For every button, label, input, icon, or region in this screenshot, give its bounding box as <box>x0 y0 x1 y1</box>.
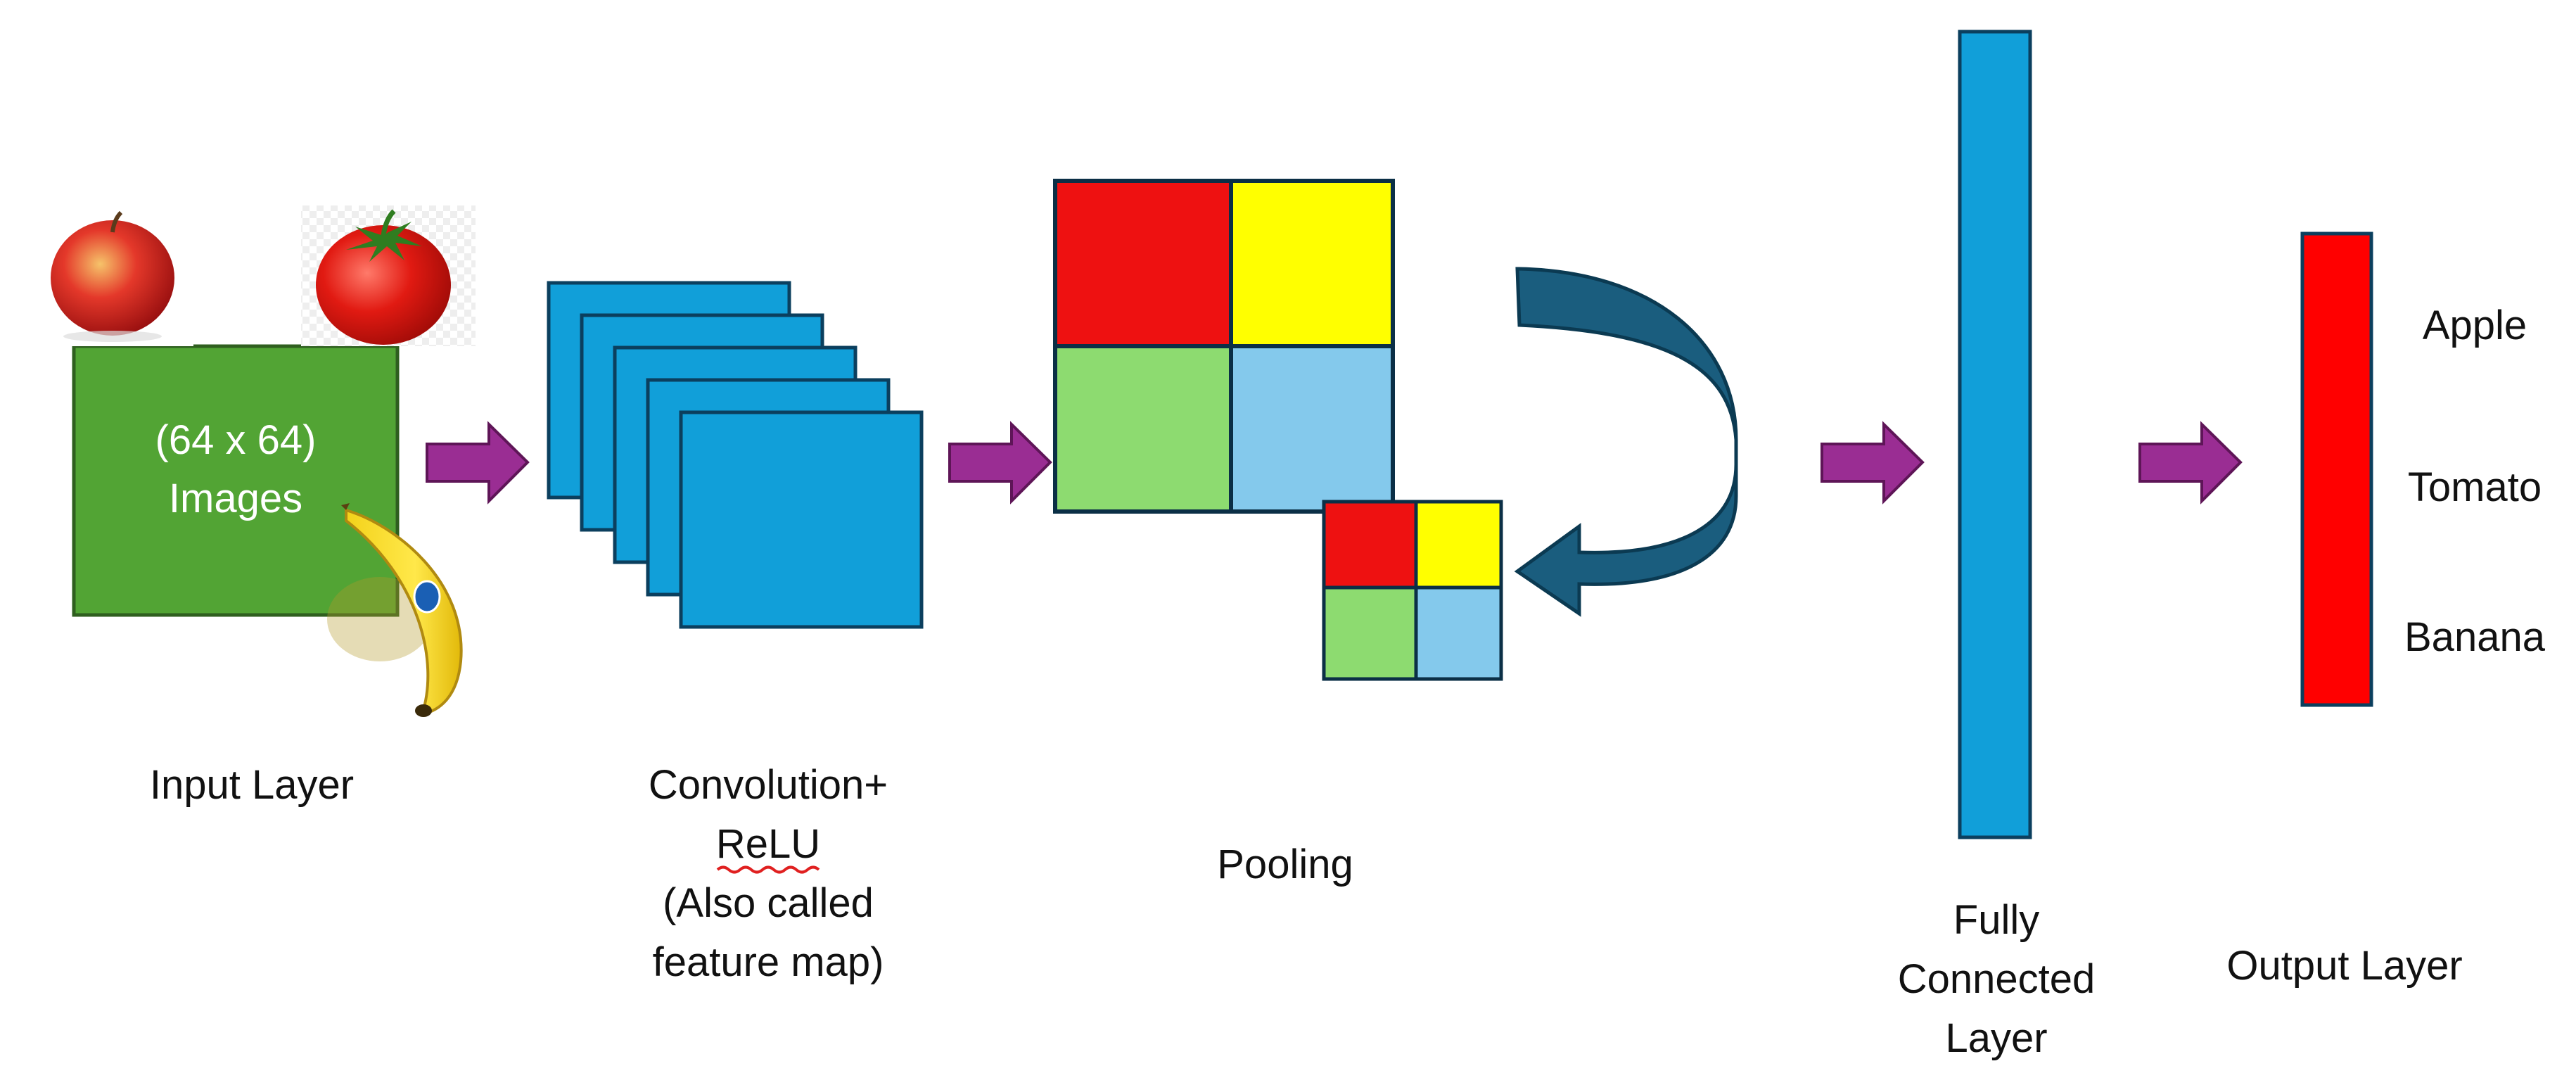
input-layer-caption: Input Layer <box>150 762 354 808</box>
arrow-input-to-conv <box>426 421 530 505</box>
arrow-conv-to-pooling <box>948 421 1052 505</box>
conv-caption-line-3: (Also called <box>663 880 874 926</box>
banana-image <box>327 503 463 717</box>
spellcheck-underline <box>716 865 820 874</box>
flow-arrows <box>426 421 2243 505</box>
output-class-tomato: Tomato <box>2408 464 2542 510</box>
conv-caption-line-1: Convolution+ <box>649 762 888 808</box>
pooled-cell-red <box>1322 500 1418 590</box>
arrow-pooling-to-fc <box>1821 421 1925 505</box>
feature-map-5 <box>679 410 924 629</box>
input-size-label: (64 x 64) <box>155 417 317 463</box>
output-layer-bar <box>2300 231 2373 707</box>
pool-cell-yellow <box>1229 179 1395 348</box>
pool-cell-red <box>1053 179 1233 348</box>
apple-image <box>35 205 193 346</box>
pooled-cell-green <box>1322 585 1418 681</box>
conv-caption-line-2: ReLU <box>716 821 820 867</box>
fc-caption-line-2: Connected <box>1898 956 2096 1002</box>
pool-cell-green <box>1053 344 1233 514</box>
fc-caption: Fully Connected Layer <box>1898 897 2096 1061</box>
pooling-small-grid <box>1322 500 1503 681</box>
pooling-curved-arrow <box>1514 267 1738 617</box>
tomato-image <box>301 205 476 346</box>
input-layer: (64 x 64) Images Input Layer <box>35 205 476 808</box>
pooling-large-grid <box>1053 179 1395 514</box>
pooled-cell-lightblue <box>1414 585 1503 681</box>
input-images-label: Images <box>169 476 302 521</box>
fc-caption-line-1: Fully <box>1953 897 2039 943</box>
input-image-box <box>72 344 400 617</box>
fully-connected-bar <box>1958 30 2032 839</box>
arrow-fc-to-output <box>2138 421 2243 505</box>
fc-caption-line-3: Layer <box>1945 1015 2047 1061</box>
pool-cell-lightblue <box>1229 344 1395 514</box>
output-class-apple: Apple <box>2423 303 2527 348</box>
output-class-banana: Banana <box>2404 614 2546 660</box>
conv-feature-maps <box>547 281 924 629</box>
conv-caption-line-4: feature map) <box>653 939 884 985</box>
output-layer-caption: Output Layer <box>2226 943 2462 989</box>
conv-caption: Convolution+ ReLU (Also called feature m… <box>649 762 888 985</box>
pooling-caption: Pooling <box>1217 842 1353 887</box>
pooled-cell-yellow <box>1414 500 1503 590</box>
